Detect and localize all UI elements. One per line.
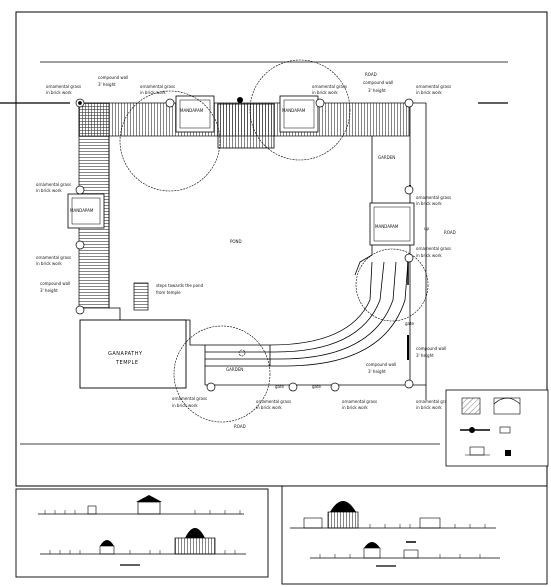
mandapam-right: MANDAPAM: [369, 202, 415, 246]
mandapam-left-label: MANDAPAM: [70, 208, 94, 213]
svg-text:ornamental grass: ornamental grass: [36, 182, 71, 187]
svg-text:from temple: from temple: [156, 290, 181, 295]
svg-text:in brick work: in brick work: [256, 405, 282, 410]
svg-text:ornamental grass: ornamental grass: [416, 195, 451, 200]
temple-label-1: GANAPATHY: [108, 351, 143, 357]
mandapam-left: MANDAPAM: [67, 193, 105, 229]
svg-text:steps towards the pond: steps towards the pond: [156, 283, 204, 288]
mandapam-top-right-label: MANDAPAM: [282, 108, 306, 113]
svg-text:3' height: 3' height: [40, 288, 58, 293]
svg-text:ornamental grass: ornamental grass: [312, 84, 347, 89]
svg-text:in brick work: in brick work: [416, 405, 442, 410]
svg-text:gate: gate: [405, 321, 415, 326]
garden-right-label: GARDEN: [378, 155, 395, 160]
svg-text:compound wall: compound wall: [40, 281, 70, 286]
svg-text:in brick work: in brick work: [416, 253, 442, 258]
svg-text:in brick work: in brick work: [342, 405, 368, 410]
road-label-top: ROAD: [365, 72, 377, 77]
svg-text:compound wall: compound wall: [366, 362, 396, 367]
svg-text:ornamental grass: ornamental grass: [46, 84, 81, 89]
svg-text:compound wall: compound wall: [98, 75, 128, 80]
svg-text:gate: gate: [312, 384, 322, 389]
svg-text:ornamental grass: ornamental grass: [342, 399, 377, 404]
svg-text:ornamental grass: ornamental grass: [416, 84, 451, 89]
elevation-panel-right: [281, 485, 548, 585]
garden-bottom-label: GARDEN: [226, 367, 243, 372]
svg-text:gate: gate: [275, 384, 285, 389]
road-label-bottom: ROAD: [234, 424, 246, 429]
mandapam-top-left-label: MANDAPAM: [180, 108, 204, 113]
svg-text:ornamental grass: ornamental grass: [140, 84, 175, 89]
svg-text:ornamental grass: ornamental grass: [36, 255, 71, 260]
svg-text:in brick work: in brick work: [416, 201, 442, 206]
svg-text:in brick work: in brick work: [36, 188, 62, 193]
svg-text:ornamental grass: ornamental grass: [172, 396, 207, 401]
svg-text:in brick work: in brick work: [46, 90, 72, 95]
top-bridge: [217, 103, 275, 149]
svg-text:ornamental grass: ornamental grass: [416, 399, 451, 404]
temple-label-2: TEMPLE: [115, 360, 139, 366]
pond-label: POND: [230, 239, 242, 244]
curved-walkway: [205, 261, 409, 367]
pillars: [75, 98, 414, 392]
mandapam-top-left: MANDAPAM: [119, 90, 243, 192]
svg-text:in brick work: in brick work: [36, 261, 62, 266]
svg-text:3' height: 3' height: [368, 369, 386, 374]
detail-box: [445, 389, 549, 467]
pond-steps: steps towards the pond from temple: [133, 282, 204, 311]
svg-text:compound wall: compound wall: [363, 80, 393, 85]
svg-text:ornamental grass: ornamental grass: [256, 399, 291, 404]
svg-text:ornamental grass: ornamental grass: [416, 246, 451, 251]
svg-text:3' height: 3' height: [98, 82, 116, 87]
road-label-right: ROAD: [444, 230, 456, 235]
svg-text:in brick work: in brick work: [416, 90, 442, 95]
svg-text:up: up: [424, 226, 430, 231]
svg-text:in brick work: in brick work: [312, 90, 338, 95]
mandapam-right-label: MANDAPAM: [375, 224, 399, 229]
tree-canopies: [173, 248, 429, 423]
mandapam-top-right: MANDAPAM: [249, 59, 351, 161]
pond-edge: [108, 136, 205, 346]
svg-text:in brick work: in brick work: [172, 403, 198, 408]
annotations: ornamental grass in brick work compound …: [36, 75, 451, 410]
svg-text:3' height: 3' height: [368, 88, 386, 93]
svg-text:in brick work: in brick work: [140, 90, 166, 95]
svg-text:3' height: 3' height: [416, 353, 434, 358]
ganapathy-temple: GANAPATHY TEMPLE: [79, 319, 187, 389]
elevation-panel-left: [15, 488, 269, 578]
main-sheet-border: [15, 11, 548, 487]
svg-text:compound wall: compound wall: [416, 346, 446, 351]
